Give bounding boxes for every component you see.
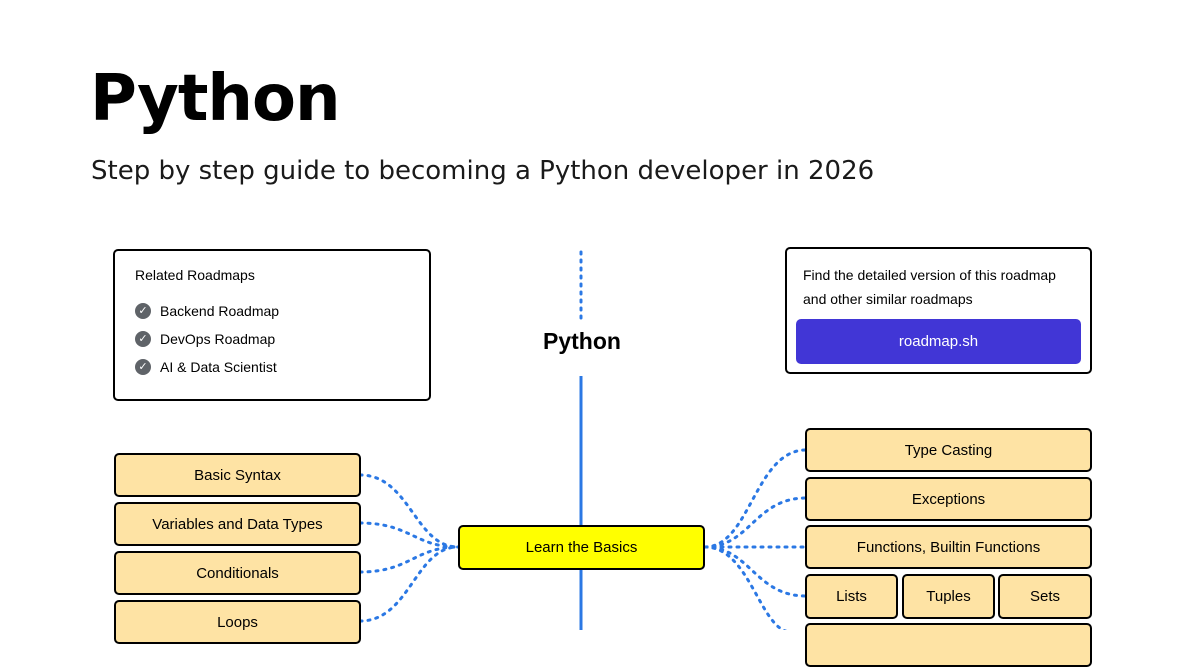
promo-text: Find the detailed version of this roadma… <box>803 267 1056 307</box>
related-item-devops[interactable]: ✓ DevOps Roadmap <box>135 331 275 347</box>
related-item-label: Backend Roadmap <box>160 303 280 319</box>
promo-panel: Find the detailed version of this roadma… <box>785 247 1092 374</box>
check-circle-icon: ✓ <box>135 359 151 375</box>
connector-more <box>703 545 789 630</box>
connector-exceptions <box>703 496 808 549</box>
check-circle-icon: ✓ <box>135 331 151 347</box>
topic-lists[interactable]: Lists <box>805 574 898 619</box>
related-item-ai-data[interactable]: ✓ AI & Data Scientist <box>135 359 277 375</box>
related-item-label: AI & Data Scientist <box>160 359 277 375</box>
page-subtitle: Step by step guide to becoming a Python … <box>91 156 875 186</box>
topic-functions-builtin[interactable]: Functions, Builtin Functions <box>805 525 1092 569</box>
connector-conditionals <box>358 545 460 574</box>
related-item-label: DevOps Roadmap <box>160 331 276 347</box>
topic-sets[interactable]: Sets <box>998 574 1092 619</box>
connector-basic-syntax <box>358 473 460 549</box>
related-item-backend[interactable]: ✓ Backend Roadmap <box>135 303 279 319</box>
topic-tuples[interactable]: Tuples <box>902 574 995 619</box>
roadmap-sh-button[interactable]: roadmap.sh <box>796 319 1081 364</box>
main-topic-learn-the-basics[interactable]: Learn the Basics <box>458 525 705 570</box>
connector-loops <box>358 545 460 623</box>
connector-variables <box>358 521 460 549</box>
topic-variables-and-data-types[interactable]: Variables and Data Types <box>114 502 361 546</box>
check-circle-icon: ✓ <box>135 303 151 319</box>
topic-exceptions[interactable]: Exceptions <box>805 477 1092 521</box>
topic-type-casting[interactable]: Type Casting <box>805 428 1092 472</box>
topic-basic-syntax[interactable]: Basic Syntax <box>114 453 361 497</box>
page-title: Python <box>90 62 340 136</box>
connector-lists <box>703 545 808 598</box>
topic-loops[interactable]: Loops <box>114 600 361 644</box>
topic-conditionals[interactable]: Conditionals <box>114 551 361 595</box>
connector-type-casting <box>703 448 808 549</box>
roadmap-connectors <box>358 250 808 630</box>
roadmap-center-label: Python <box>543 328 621 354</box>
related-roadmaps-heading: Related Roadmaps <box>135 267 255 283</box>
related-roadmaps-panel: Related Roadmaps ✓ Backend Roadmap ✓ Dev… <box>113 249 431 401</box>
